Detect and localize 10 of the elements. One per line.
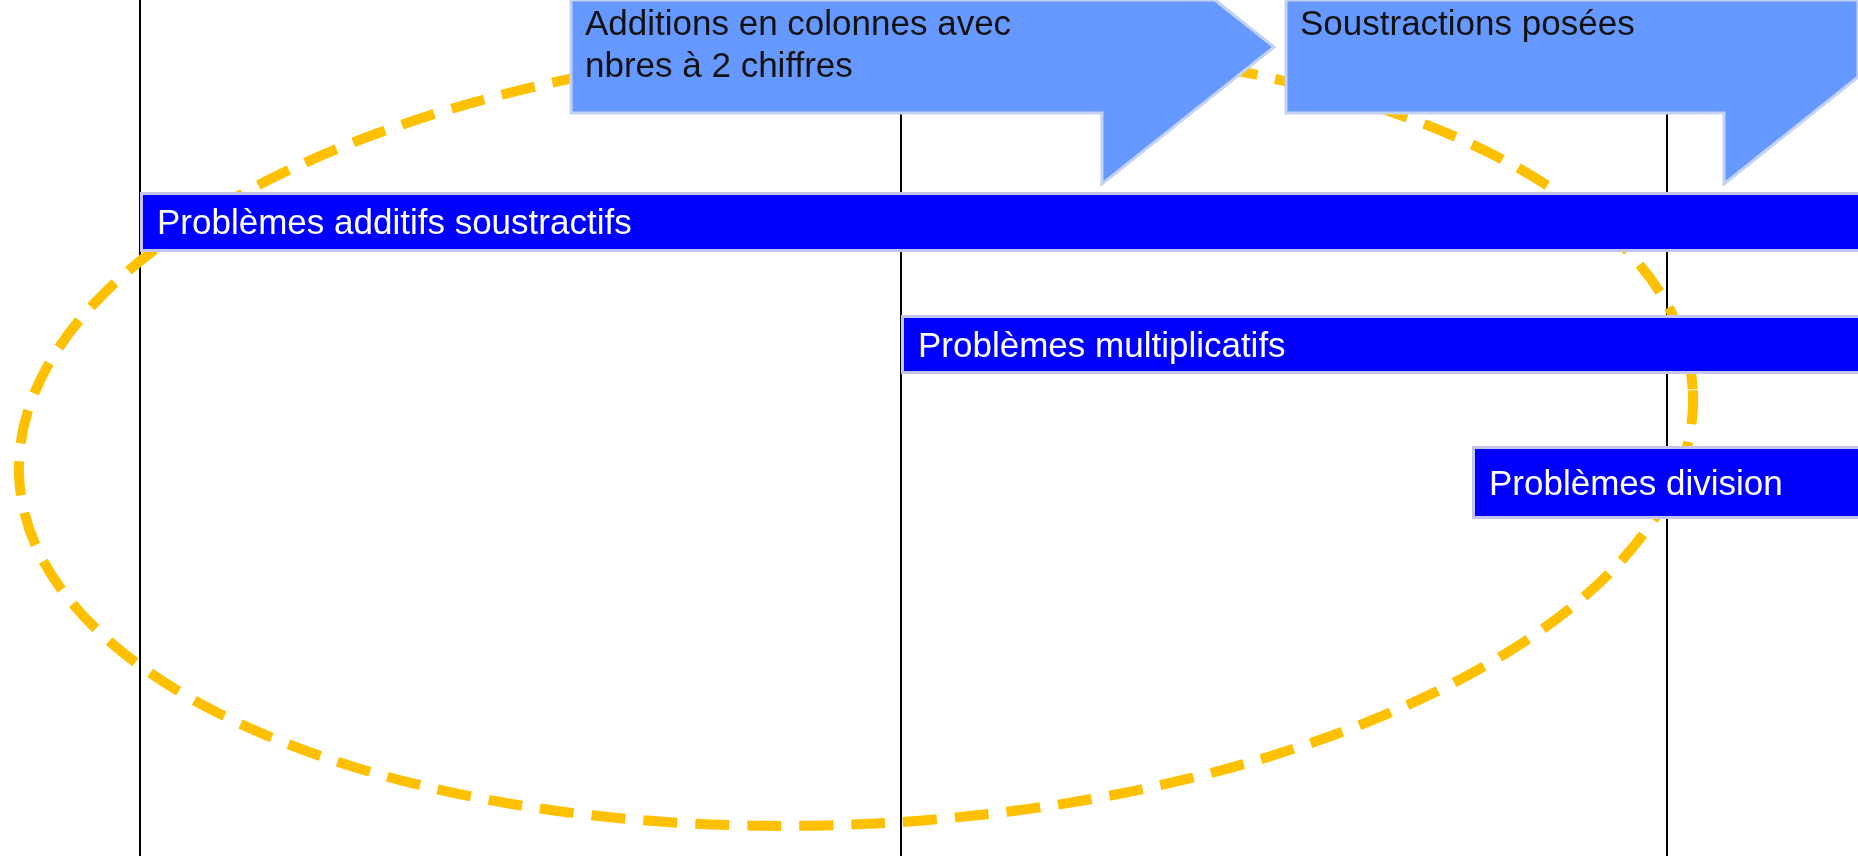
bar-label: Problèmes additifs soustractifs bbox=[157, 202, 632, 242]
bar-label: Problèmes multiplicatifs bbox=[918, 324, 1286, 365]
banner-label: Soustractions posées bbox=[1300, 2, 1636, 44]
stage-banner bbox=[571, 0, 1274, 184]
timeline-bar bbox=[140, 192, 1858, 252]
stage-banner bbox=[1286, 0, 1858, 184]
bar-label: Problèmes division bbox=[1489, 462, 1783, 503]
timeline-bar bbox=[901, 315, 1858, 374]
banner-label: Additions en colonnes avec nbres à 2 chiffres bbox=[585, 2, 1013, 86]
timeline-bar bbox=[1472, 446, 1858, 519]
